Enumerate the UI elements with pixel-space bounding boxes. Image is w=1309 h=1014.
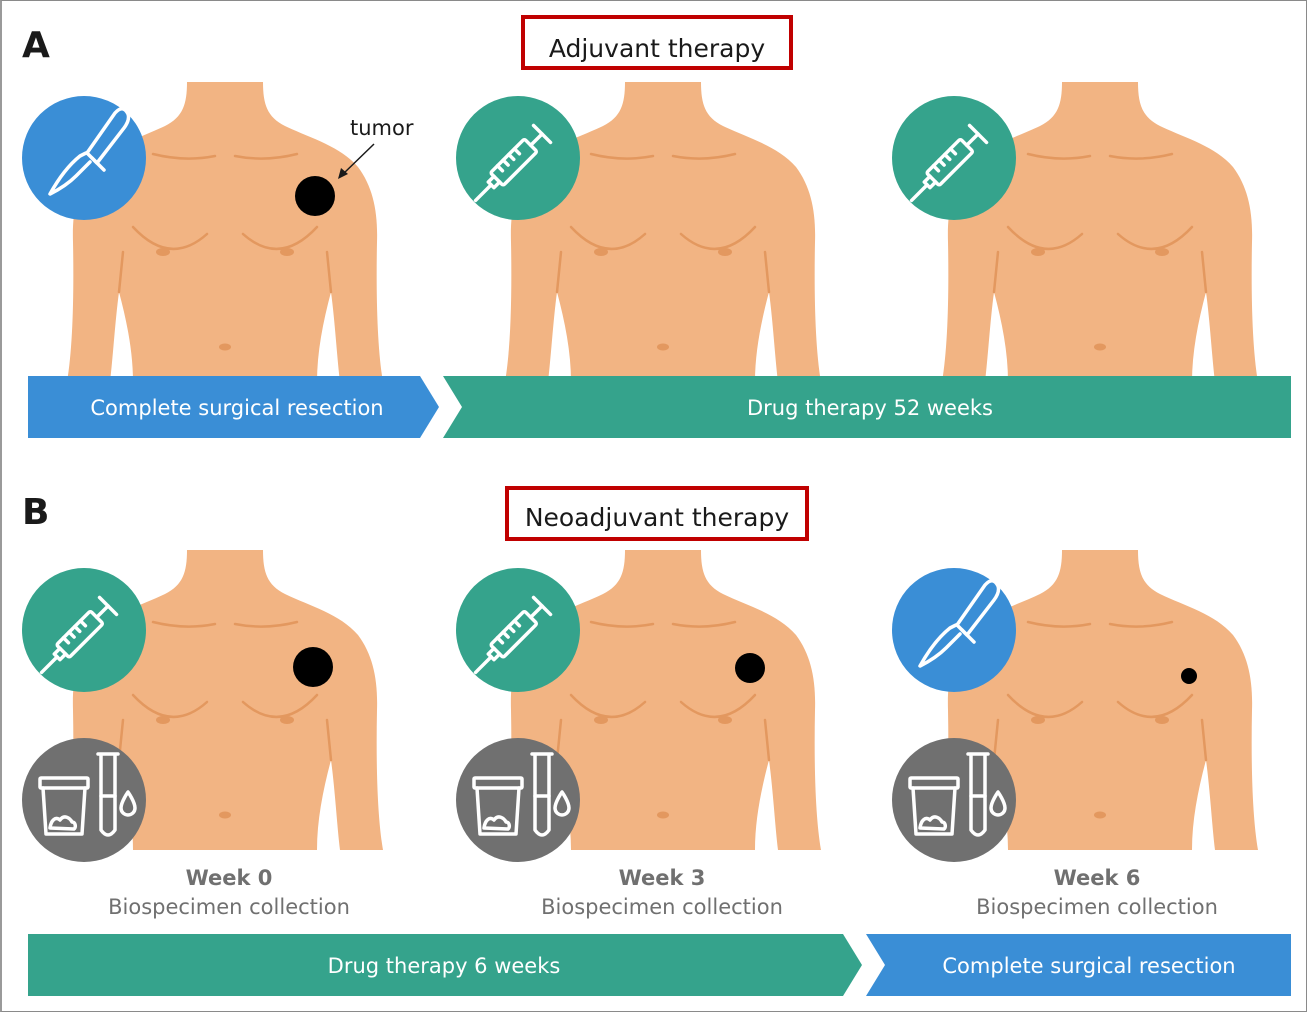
tumor-b3: [1181, 668, 1197, 684]
tumor-b1: [293, 647, 333, 687]
bar-b-drug-label: Drug therapy 6 weeks: [328, 954, 561, 978]
panel-b-letter: B: [22, 492, 49, 533]
specimen-icon: [22, 738, 146, 862]
panel-a-title: Adjuvant therapy: [549, 34, 766, 63]
scalpel-icon: [892, 568, 1016, 692]
scalpel-icon: [22, 96, 146, 220]
bar-b-surgery-label: Complete surgical resection: [942, 954, 1235, 978]
panel-a: A Adjuvant therapy tumor Complete surgic…: [22, 17, 1291, 438]
week-label-3: Week 3: [619, 866, 706, 890]
panel-b-title: Neoadjuvant therapy: [525, 503, 790, 532]
syringe-icon: [892, 96, 1016, 220]
panel-a-letter: A: [22, 25, 50, 66]
week-label-0: Week 0: [186, 866, 273, 890]
bar-a-drug-label: Drug therapy 52 weeks: [747, 396, 993, 420]
specimen-icon: [892, 738, 1016, 862]
collection-caption-3: Biospecimen collection: [541, 895, 783, 919]
collection-caption-6: Biospecimen collection: [976, 895, 1218, 919]
bar-a-surgery-label: Complete surgical resection: [90, 396, 383, 420]
tumor-b2: [735, 653, 765, 683]
panel-b: B Neoadjuvant therapy Week 0 Biospecimen…: [22, 488, 1291, 996]
syringe-icon: [456, 96, 580, 220]
week-label-6: Week 6: [1054, 866, 1141, 890]
tumor-a1: [295, 176, 335, 216]
tumor-label: tumor: [350, 116, 414, 140]
syringe-icon: [22, 568, 146, 692]
syringe-icon: [456, 568, 580, 692]
specimen-icon: [456, 738, 580, 862]
collection-caption-0: Biospecimen collection: [108, 895, 350, 919]
